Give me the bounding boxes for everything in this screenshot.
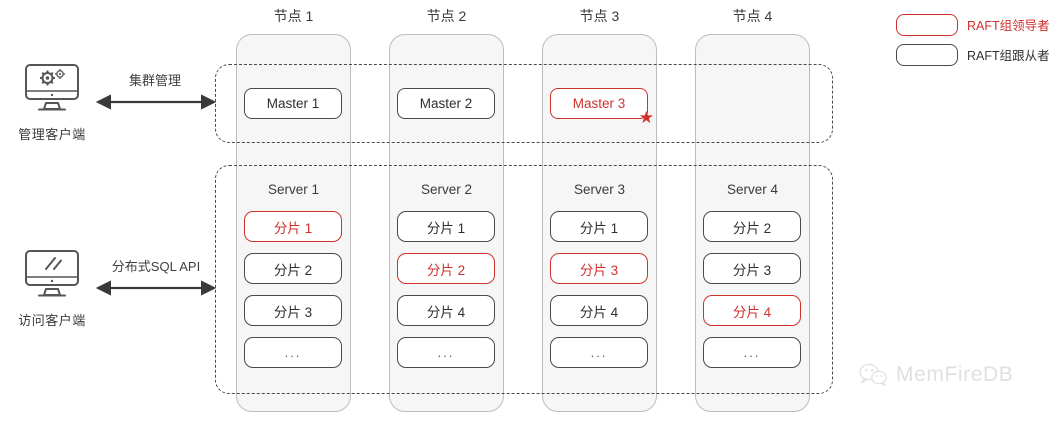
server-title-2: Server 2: [420, 182, 473, 197]
server-title-3: Server 3: [573, 182, 626, 197]
admin-client: 管理客户端: [0, 62, 112, 143]
watermark-text: MemFireDB: [896, 363, 1014, 386]
shard-box-2-more-label: ...: [437, 345, 455, 360]
shard-box-1-2[interactable]: 分片 2: [244, 253, 342, 284]
shard-box-4-3[interactable]: 分片 4: [703, 295, 801, 326]
shard-box-3-3[interactable]: 分片 4: [550, 295, 648, 326]
server-group-band: [215, 165, 833, 394]
cluster-management-arrow: [92, 92, 220, 117]
master-box-3[interactable]: Master 3 ★: [550, 88, 654, 126]
node-title-1: 节点 1: [273, 8, 314, 24]
legend-chip-leader: [896, 13, 958, 36]
master-box-3-label: Master 3: [572, 96, 626, 111]
monitor-slash-icon: [25, 250, 79, 297]
legend-chip-follower: [896, 43, 958, 66]
access-client: 访问客户端: [0, 248, 112, 329]
shard-box-4-more[interactable]: ...: [703, 337, 801, 368]
raft-leader-star-icon: ★: [638, 108, 654, 127]
shard-box-2-1[interactable]: 分片 1: [397, 211, 495, 242]
shard-box-2-2[interactable]: 分片 2: [397, 253, 495, 284]
shard-box-1-3[interactable]: 分片 3: [244, 295, 342, 326]
cluster-management-arrow-label: 集群管理: [128, 73, 181, 88]
node-title-2: 节点 2: [426, 8, 467, 24]
shard-box-1-1[interactable]: 分片 1: [244, 211, 342, 242]
sql-api-arrow-label: 分布式SQL API: [111, 259, 201, 274]
shard-box-2-3[interactable]: 分片 4: [397, 295, 495, 326]
shard-box-3-more-label: ...: [590, 345, 608, 360]
master-box-2[interactable]: Master 2: [397, 88, 495, 119]
shard-box-3-1[interactable]: 分片 1: [550, 211, 648, 242]
shard-box-1-more[interactable]: ...: [244, 337, 342, 368]
admin-client-label: 管理客户端: [18, 127, 86, 142]
shard-box-1-more-label: ...: [284, 345, 302, 360]
watermark: MemFireDB: [858, 362, 1013, 388]
shard-box-4-1[interactable]: 分片 2: [703, 211, 801, 242]
shard-box-3-more[interactable]: ...: [550, 337, 648, 368]
master-box-1[interactable]: Master 1: [244, 88, 342, 119]
shard-box-4-more-label: ...: [743, 345, 761, 360]
legend-label-leader: RAFT组领导者: [967, 19, 1050, 33]
shard-box-2-more[interactable]: ...: [397, 337, 495, 368]
legend-label-follower: RAFT组跟从者: [967, 49, 1050, 63]
legend-row-leader: RAFT组领导者: [896, 12, 1050, 37]
server-title-4: Server 4: [726, 182, 779, 197]
legend: RAFT组领导者 RAFT组跟从者: [896, 12, 1050, 72]
sql-api-arrow: [92, 278, 220, 303]
access-client-label: 访问客户端: [18, 313, 86, 328]
master-group-band: [215, 64, 833, 143]
shard-box-4-2[interactable]: 分片 3: [703, 253, 801, 284]
monitor-gear-icon: [25, 64, 79, 111]
node-title-4: 节点 4: [732, 8, 773, 24]
server-title-1: Server 1: [267, 182, 320, 197]
legend-row-follower: RAFT组跟从者: [896, 42, 1050, 67]
wechat-icon: [859, 363, 887, 387]
shard-box-3-2[interactable]: 分片 3: [550, 253, 648, 284]
node-title-3: 节点 3: [579, 8, 620, 24]
